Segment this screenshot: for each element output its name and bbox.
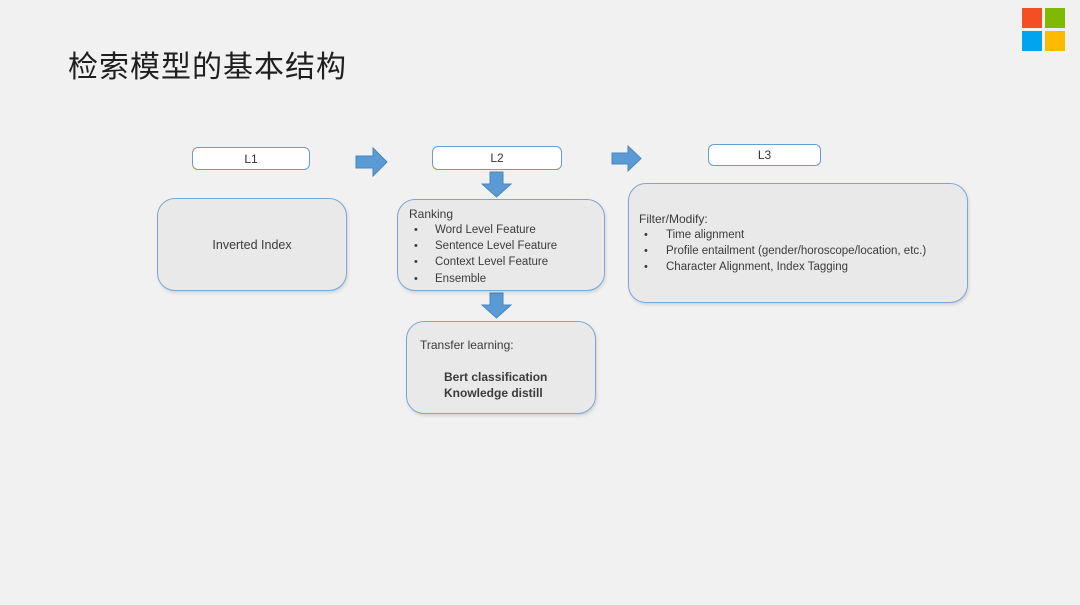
filter-modify-bullet: Profile entailment (gender/horoscope/loc… (639, 243, 959, 259)
transfer-learning-methods: Bert classification Knowledge distill (420, 369, 585, 401)
filter-modify-box: Filter/Modify: Time alignment Profile en… (628, 183, 968, 303)
ranking-bullet: Word Level Feature (409, 222, 596, 238)
ms-logo-square-yellow (1045, 31, 1065, 51)
transfer-learning-box: Transfer learning: Bert classification K… (406, 321, 596, 414)
arrow-right-icon (611, 144, 642, 173)
ranking-bullet: Context Level Feature (409, 254, 596, 270)
ranking-bullet-list: Word Level Feature Sentence Level Featur… (409, 222, 596, 287)
stage-box-l3: L3 (708, 144, 821, 166)
filter-modify-bullet-list: Time alignment Profile entailment (gende… (639, 227, 959, 276)
stage-label-l2: L2 (490, 151, 504, 165)
microsoft-logo-icon (1022, 8, 1066, 52)
filter-modify-bullet: Time alignment (639, 227, 959, 243)
arrow-right-icon (355, 146, 388, 178)
ranking-title: Ranking (409, 207, 454, 221)
stage-label-l3: L3 (757, 148, 772, 162)
slide-title: 检索模型的基本结构 (68, 51, 347, 84)
ranking-box: Ranking Word Level Feature Sentence Leve… (397, 199, 605, 291)
ranking-bullet: Ensemble (409, 271, 596, 287)
ms-logo-square-green (1045, 8, 1065, 28)
stage-box-l1: L1 (192, 147, 310, 170)
filter-modify-title: Filter/Modify: (639, 211, 708, 226)
arrow-down-icon (481, 171, 512, 198)
inverted-index-label: Inverted Index (212, 237, 292, 252)
transfer-learning-method: Knowledge distill (444, 386, 543, 400)
ms-logo-square-blue (1022, 31, 1042, 51)
ms-logo-square-red (1022, 8, 1042, 28)
inverted-index-box: Inverted Index (157, 198, 347, 291)
stage-label-l1: L1 (244, 151, 258, 166)
ranking-bullet: Sentence Level Feature (409, 238, 596, 254)
arrow-down-icon (481, 292, 512, 319)
stage-box-l2: L2 (432, 146, 562, 170)
transfer-learning-title: Transfer learning: (420, 338, 514, 352)
filter-modify-bullet: Character Alignment, Index Tagging (639, 259, 959, 275)
transfer-learning-method: Bert classification (444, 370, 548, 384)
